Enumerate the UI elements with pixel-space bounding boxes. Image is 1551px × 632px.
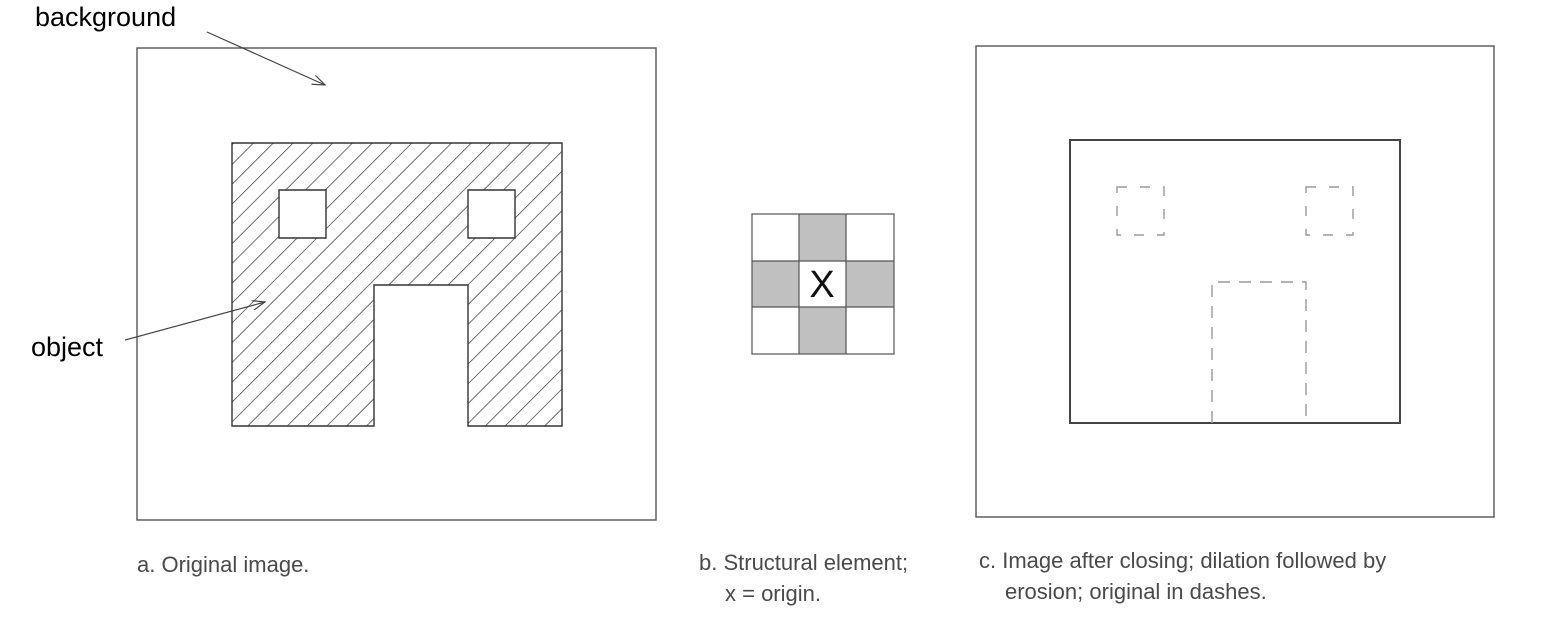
object-arrow [124,302,265,341]
element-cell-filled [799,214,846,261]
element-cell [846,214,894,261]
origin-mark: X [809,264,834,306]
element-cell-filled [799,307,846,354]
background-frame [136,47,657,521]
caption-b-line2: x = origin. [725,581,821,606]
panel-original-image [124,31,657,521]
dashed-hole-left [1116,186,1165,236]
caption-a: a. Original image. [137,552,310,577]
object-label: object [31,332,104,362]
caption-c-line1: c. Image after closing; dilation followe… [979,548,1387,573]
element-cell [752,307,799,354]
background-label: background [35,2,177,32]
closed-object [1069,139,1401,424]
background-arrow [206,31,325,85]
caption-c-line2: erosion; original in dashes. [1005,579,1267,604]
element-cell-filled [846,261,894,307]
element-cell [752,214,799,261]
panel-structural-element: X [751,213,895,355]
element-cell-filled [752,261,799,307]
original-outline-dashes [1116,186,1354,423]
background-frame [975,45,1495,518]
element-cell [846,307,894,354]
panel-closed-image [975,45,1495,518]
caption-b-line1: b. Structural element; [699,550,909,575]
element-grid-lines [751,213,895,355]
element-cell-origin [799,261,846,307]
dashed-hole-right [1305,186,1354,236]
dashed-notch [1211,281,1307,423]
object-shape [231,142,563,427]
